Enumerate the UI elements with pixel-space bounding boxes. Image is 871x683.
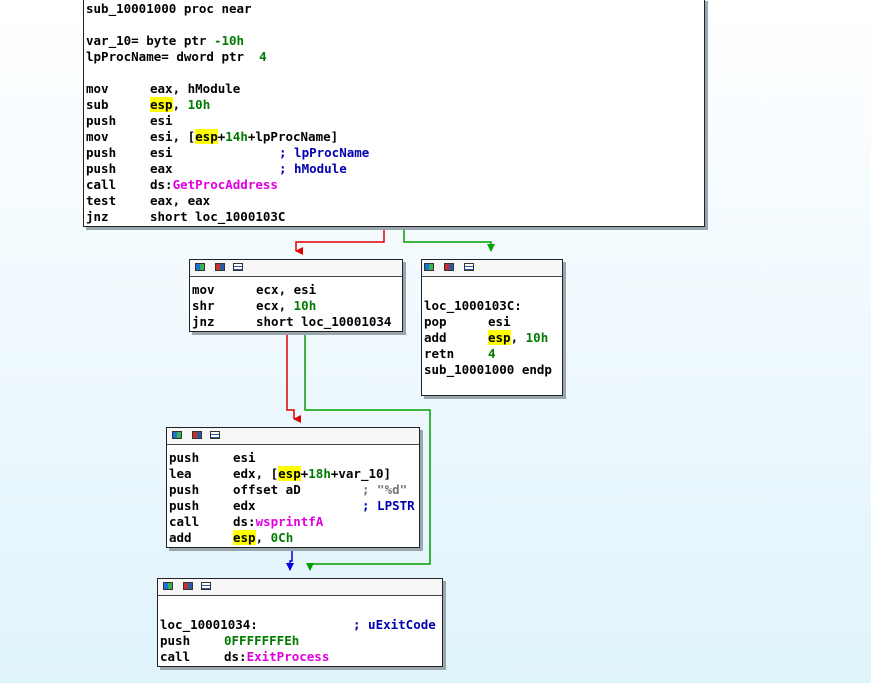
- code-block-sub-10001000[interactable]: sub_10001000 proc near var_10= byte ptr …: [83, 0, 705, 227]
- graph-list-icon[interactable]: [464, 263, 474, 271]
- edge-false-b2-b4: [286, 332, 301, 423]
- block-header: [190, 260, 402, 277]
- graph-edit-icon[interactable]: [192, 431, 202, 439]
- graph-edit-icon[interactable]: [444, 263, 454, 271]
- graph-color-icon[interactable]: [195, 263, 205, 271]
- graph-color-icon[interactable]: [163, 582, 173, 590]
- proc-end: sub_10001000 endp: [424, 362, 552, 377]
- code-label: loc_10001034:; uExitCode: [160, 617, 436, 632]
- graph-edit-icon[interactable]: [183, 582, 193, 590]
- graph-color-icon[interactable]: [424, 263, 434, 271]
- graph-edit-icon[interactable]: [215, 263, 225, 271]
- edge-false-b1-b2: [295, 228, 385, 255]
- proc-header: sub_10001000 proc near: [86, 1, 252, 16]
- var-decl: lpProcName= dword ptr 4: [86, 49, 267, 64]
- block-header: [158, 579, 442, 596]
- edge-uncond-b4-b5: [286, 548, 294, 571]
- block-header: [167, 428, 419, 445]
- var-decl: var_10= byte ptr -10h: [86, 33, 245, 48]
- graph-list-icon[interactable]: [201, 582, 211, 590]
- graph-color-icon[interactable]: [172, 431, 182, 439]
- graph-list-icon[interactable]: [233, 263, 243, 271]
- block-header: [422, 260, 562, 277]
- graph-list-icon[interactable]: [210, 431, 220, 439]
- edge-true-b1-b3: [403, 228, 495, 252]
- code-label: loc_1000103C:: [424, 298, 522, 313]
